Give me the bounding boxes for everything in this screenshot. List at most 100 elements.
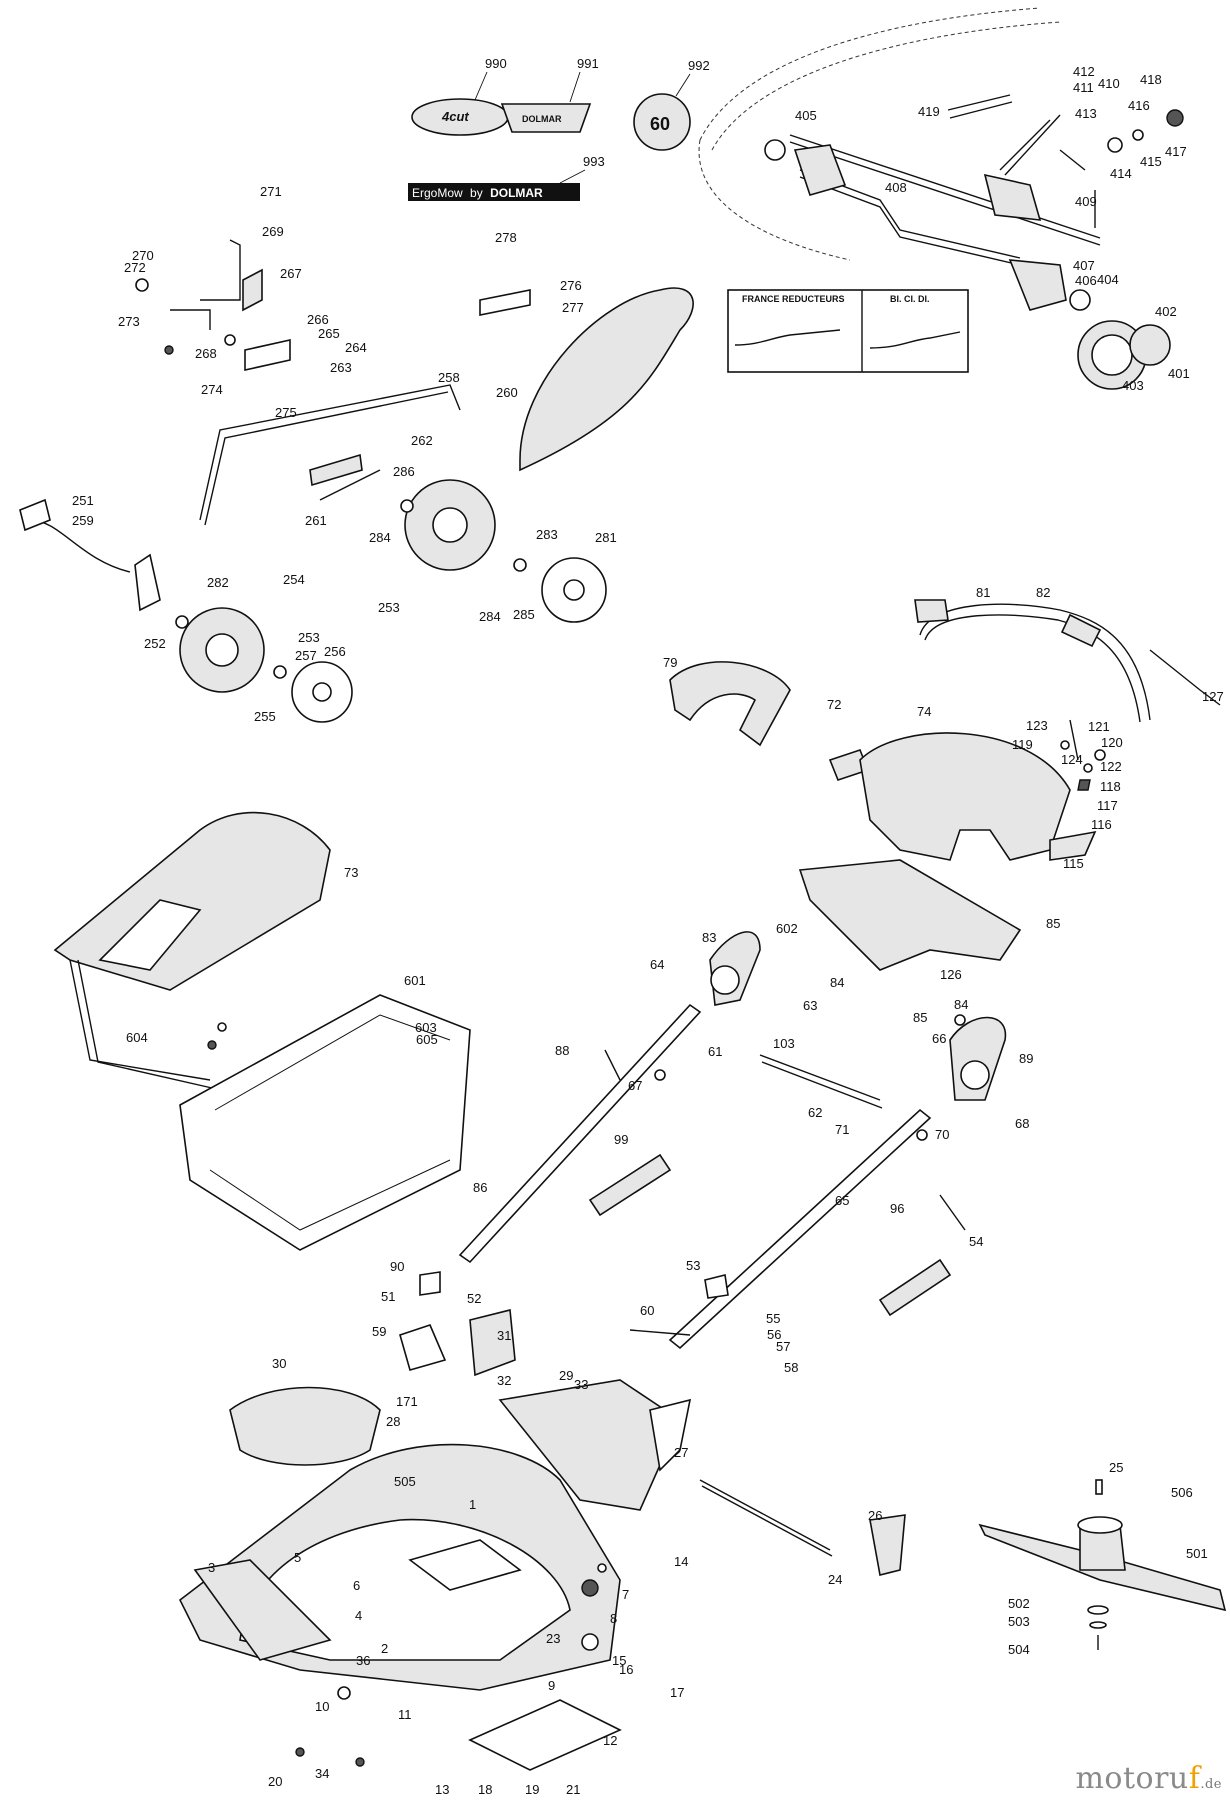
part-number-label: 503 [1008, 1614, 1030, 1629]
part-number-label: 17 [670, 1685, 684, 1700]
part-number-label: 10 [315, 1699, 329, 1714]
part-number-label: 118 [1100, 779, 1121, 794]
part-number-label: 29 [559, 1368, 573, 1383]
part-number-label: 21 [566, 1782, 580, 1797]
part-number-label: 18 [478, 1782, 492, 1797]
part-number-label: 501 [1186, 1546, 1208, 1561]
part-number-label: 24 [828, 1572, 842, 1587]
part-number-label: 604 [126, 1030, 148, 1045]
part-number-label: 285 [513, 607, 535, 622]
watermark-logo: motoruf.de [1075, 1761, 1222, 1796]
part-number-label: 88 [555, 1043, 569, 1058]
part-number-label: 90 [390, 1259, 404, 1274]
watermark-text: motoruf.de [1075, 1761, 1222, 1796]
part-number-label: 270 [132, 248, 154, 263]
part-number-label: 28 [386, 1414, 400, 1429]
badge-992: 992 60 [633, 58, 710, 151]
part-number-label: 273 [118, 314, 140, 329]
part-number-label: 81 [976, 585, 990, 600]
part-number-label: 3 [208, 1560, 215, 1575]
part-number-label: 11 [398, 1707, 412, 1722]
part-number-label: 57 [776, 1339, 790, 1354]
part-number-label: 408 [885, 180, 907, 195]
part-number-label: 272 [124, 260, 146, 275]
part-number-label: 418 [1140, 72, 1162, 87]
part-number-label: 254 [283, 572, 305, 587]
part-number-label: 251 [72, 493, 94, 508]
part-number-label: 277 [562, 300, 584, 315]
part-number-label: 1 [469, 1497, 476, 1512]
part-number-label: 274 [201, 382, 223, 397]
part-number-label: 4 [355, 1608, 362, 1623]
svg-text:ErgoMow by DOLMAR: ErgoMow by DOLMAR [412, 186, 543, 200]
part-number-label: 79 [663, 655, 677, 670]
part-number-label: 2 [381, 1641, 388, 1656]
handle-upper-assembly [669, 599, 1221, 861]
part-number-label: 32 [497, 1373, 511, 1388]
part-number-label: 123 [1026, 718, 1048, 733]
part-number-label: 54 [969, 1234, 983, 1249]
part-number-label: 103 [773, 1036, 795, 1051]
part-number-label: 603 [415, 1020, 437, 1035]
deck-assembly [178, 1308, 906, 1771]
part-number-label: 263 [330, 360, 352, 375]
part-number-label: 74 [917, 704, 931, 719]
part-number-label: 23 [546, 1631, 560, 1646]
part-number-label: 96 [890, 1201, 904, 1216]
part-number-label: 6 [353, 1578, 360, 1593]
part-number-label: 171 [396, 1394, 418, 1409]
part-number-label: 52 [467, 1291, 481, 1306]
part-number-label: 257 [295, 648, 317, 663]
part-number-label: 286 [393, 464, 415, 479]
part-number-label: 405 [795, 108, 817, 123]
part-number-label: 502 [1008, 1596, 1030, 1611]
part-number-label: 20 [268, 1774, 282, 1789]
part-number-label: 19 [525, 1782, 539, 1797]
part-number-label: 60 [640, 1303, 654, 1318]
part-number-label: 993 [583, 154, 605, 169]
part-number-label: 258 [438, 370, 460, 385]
part-number-label: 124 [1061, 752, 1083, 767]
handle-lower-assembly [419, 859, 1022, 1350]
part-number-label: 9 [548, 1678, 555, 1693]
part-number-label: 260 [496, 385, 518, 400]
badge-text: DOLMAR [490, 186, 543, 200]
part-number-label: 34 [315, 1766, 329, 1781]
part-number-label: 68 [1015, 1116, 1029, 1131]
part-number-label: 15 [612, 1653, 626, 1668]
badge-text: 4cut [441, 109, 469, 124]
part-number-label: 605 [416, 1032, 438, 1047]
part-number-label: 269 [262, 224, 284, 239]
part-number-label: 253 [378, 600, 400, 615]
part-number-label: 62 [808, 1105, 822, 1120]
part-number-label: 70 [935, 1127, 949, 1142]
part-number-label: 64 [650, 957, 664, 972]
part-number-label: 259 [72, 513, 94, 528]
part-number-label: 419 [918, 104, 940, 119]
part-number-label: 401 [1168, 366, 1190, 381]
cable-variant-box [727, 289, 969, 373]
part-number-label: 59 [372, 1324, 386, 1339]
part-number-label: 413 [1075, 106, 1097, 121]
part-number-label: 85 [913, 1010, 927, 1025]
part-number-label: 402 [1155, 304, 1177, 319]
part-number-label: 14 [674, 1554, 688, 1569]
part-number-label: 253 [298, 630, 320, 645]
part-number-label: 414 [1110, 166, 1132, 181]
part-number-label: 271 [260, 184, 282, 199]
part-number-label: 284 [369, 530, 391, 545]
part-number-label: 83 [702, 930, 716, 945]
part-number-label: 117 [1097, 798, 1118, 813]
badge-993: ErgoMow by DOLMAR 993 [408, 154, 605, 201]
part-number-label: 407 [1073, 258, 1095, 273]
part-number-label: 115 [1063, 856, 1084, 871]
part-number-label: 33 [574, 1377, 588, 1392]
part-number-label: 13 [435, 1782, 449, 1797]
part-number-label: 409 [1075, 194, 1097, 209]
part-number-label: 82 [1036, 585, 1050, 600]
part-number-label: 404 [1097, 272, 1119, 287]
part-number-label: 86 [473, 1180, 487, 1195]
part-number-label: 58 [784, 1360, 798, 1375]
